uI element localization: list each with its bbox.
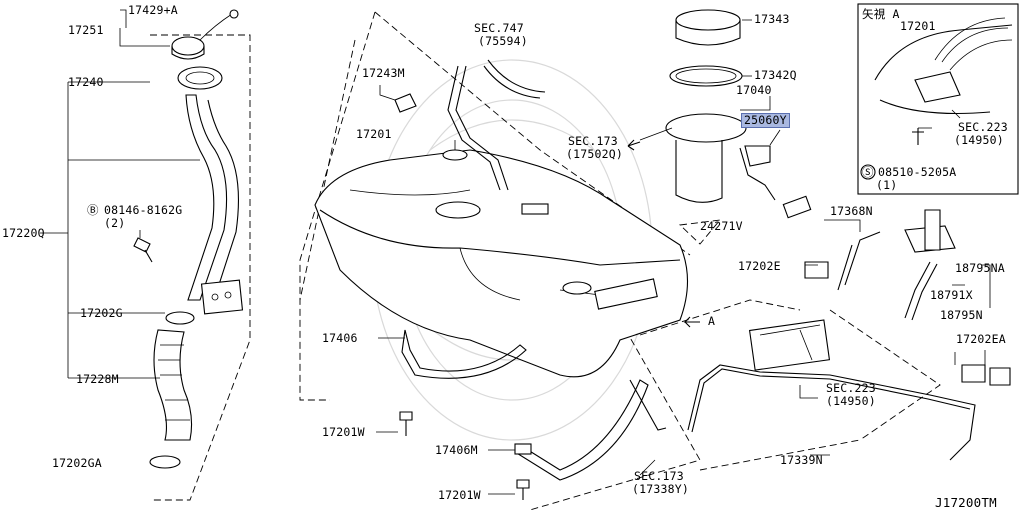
filler-group-boundary [150, 34, 251, 501]
callout-17368N: 17368N [830, 204, 873, 218]
callout-08146-8162G: 08146-8162G [104, 203, 183, 217]
inset-callout-sec223-ref: (14950) [954, 133, 1004, 147]
inset-pump-detail [860, 17, 1013, 180]
callout-17201W-b: 17201W [438, 488, 481, 502]
callout-17339N: 17339N [780, 453, 823, 467]
callout-sec747-ref: (75594) [478, 34, 528, 48]
tank-strap-left [401, 329, 527, 379]
callout-17202GA: 17202GA [52, 456, 102, 470]
callout-sec173-top: SEC.173 [568, 134, 618, 148]
callout-17342Q: 17342Q [754, 68, 797, 82]
view-a-arrow [683, 316, 700, 328]
diagram-id: J17200TM [935, 495, 997, 510]
callout-18795N: 18795N [940, 308, 983, 322]
callout-18791X: 18791X [930, 288, 973, 302]
inset-callout-screw-qty: (1) [876, 178, 898, 192]
hose-clamp-upper [165, 311, 195, 325]
callout-17202EA: 17202EA [956, 332, 1006, 346]
callout-17406: 17406 [322, 331, 358, 345]
callout-17240: 17240 [68, 75, 104, 89]
tank-boundary-top [374, 11, 691, 256]
inset-screw-symbol-s-icon: Ⓢ [862, 165, 874, 179]
hose-clamp-lower [149, 455, 181, 469]
callout-sec173-bot: SEC.173 [634, 469, 684, 483]
callout-17406M: 17406M [435, 443, 478, 457]
callout-24271V: 24271V [700, 219, 743, 233]
callout-08146-qty: (2) [104, 216, 126, 230]
inset-callout-sec223: SEC.223 [958, 120, 1008, 134]
strap-bolt-a [399, 411, 413, 436]
evap-line [687, 364, 976, 461]
callout-17040: 17040 [736, 83, 772, 97]
fuel-tank [314, 140, 688, 378]
filler-cap [171, 9, 239, 60]
evap-canister [748, 319, 831, 371]
callout-25060Y-highlighted[interactable]: 25060Y [741, 113, 790, 128]
callout-view-a: A [708, 314, 716, 328]
callout-17201: 17201 [356, 127, 392, 141]
strap-bolt-b [516, 479, 530, 500]
callout-sec173-bot-ref: (17338Y) [632, 482, 689, 496]
inset-callout-17201: 17201 [900, 19, 936, 33]
callout-sec223: SEC.223 [826, 381, 876, 395]
callout-17429A: 17429+A [128, 3, 178, 17]
inset-title: 矢視 A [862, 7, 900, 21]
filler-hose [153, 329, 193, 441]
callout-17243M: 17243M [362, 66, 405, 80]
callout-17202G: 17202G [80, 306, 123, 320]
filler-tube [185, 94, 244, 315]
view-a-inset-frame [857, 3, 1019, 195]
callout-18795NA: 18795NA [955, 261, 1005, 275]
inset-callout-screw: 08510-5205A [878, 165, 957, 179]
callout-17228M: 17228M [76, 372, 119, 386]
fuel-pump-module [665, 9, 812, 219]
bolt-symbol-b-icon: Ⓑ [87, 203, 99, 217]
vent-tube [447, 65, 509, 191]
callout-17251: 17251 [68, 23, 104, 37]
callout-17202E: 17202E [738, 259, 781, 273]
callout-sec173-top-ref: (17502Q) [566, 147, 623, 161]
filler-ring [177, 66, 223, 90]
callout-17201W-a: 17201W [322, 425, 365, 439]
callout-17343: 17343 [754, 12, 790, 26]
callout-17220Q: 17220Q [2, 226, 45, 240]
callout-sec747: SEC.747 [474, 21, 524, 35]
tank-strap-right [514, 379, 649, 481]
callout-sec223-ref: (14950) [826, 394, 876, 408]
